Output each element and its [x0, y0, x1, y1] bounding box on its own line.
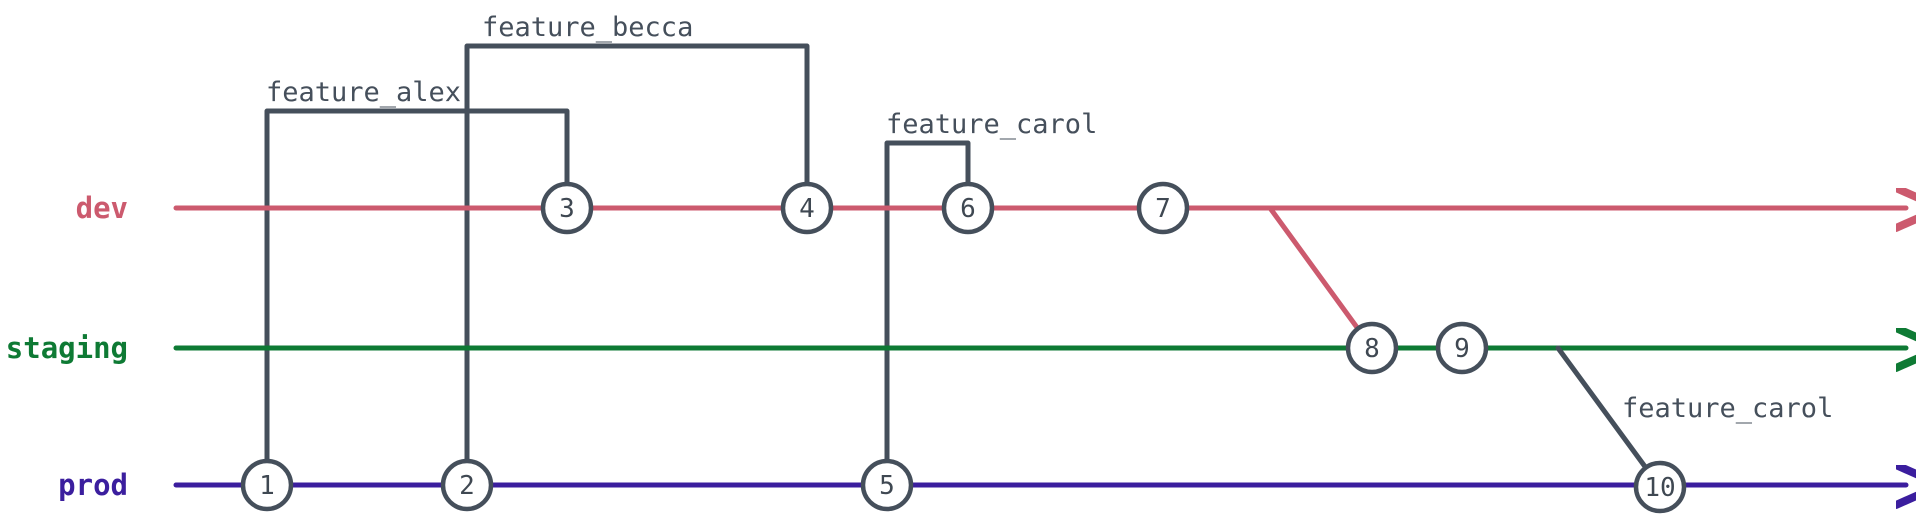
commit-number: 3: [559, 194, 575, 224]
commit-number: 2: [459, 471, 475, 501]
label-layer: devstagingprodfeature_carolfeature_alexf…: [6, 12, 1834, 502]
branch-label-feature_carol: feature_carol: [886, 109, 1097, 140]
merge-staging-to-prod: [1555, 345, 1663, 490]
commit-node-layer: 1 2 3 4 5 6 7 8 9 10: [240, 181, 1687, 514]
commit-circle[interactable]: [1345, 321, 1399, 375]
commit-circle[interactable]: [860, 458, 914, 512]
commit-circle[interactable]: [1435, 321, 1489, 375]
branch-feature_alex: [264, 108, 570, 488]
commit-number: 5: [879, 471, 895, 501]
commit-number: 9: [1454, 334, 1470, 364]
lane-label-staging: staging: [6, 331, 128, 365]
merge-line-layer: [1267, 205, 1663, 490]
lane-line-layer: [173, 208, 1906, 485]
commit-number: 7: [1155, 194, 1171, 224]
lane-label-prod: prod: [58, 468, 128, 502]
commit-circle[interactable]: [941, 181, 995, 235]
commit-node-4[interactable]: 4: [780, 181, 834, 235]
branch-label-feature_alex: feature_alex: [266, 77, 461, 108]
commit-node-2[interactable]: 2: [440, 458, 494, 512]
commit-node-8[interactable]: 8: [1345, 321, 1399, 375]
commit-node-1[interactable]: 1: [240, 458, 294, 512]
commit-circle[interactable]: [1633, 460, 1687, 514]
commit-number: 4: [799, 194, 815, 224]
branch-feature_becca: [464, 43, 810, 488]
merge-dev-to-staging: [1267, 205, 1375, 351]
commit-number: 8: [1364, 334, 1380, 364]
branch-path: [264, 108, 570, 488]
branch-feature_carol: [884, 140, 971, 488]
commit-node-10[interactable]: 10: [1633, 460, 1687, 514]
commit-node-7[interactable]: 7: [1136, 181, 1190, 235]
commit-node-3[interactable]: 3: [540, 181, 594, 235]
commit-node-6[interactable]: 6: [941, 181, 995, 235]
branch-path: [464, 43, 810, 488]
commit-circle[interactable]: [440, 458, 494, 512]
commit-node-5[interactable]: 5: [860, 458, 914, 512]
commit-node-9[interactable]: 9: [1435, 321, 1489, 375]
commit-circle[interactable]: [780, 181, 834, 235]
lane-label-dev: dev: [76, 191, 128, 225]
merge-label-merge-staging-to-prod: feature_carol: [1622, 393, 1833, 424]
branch-bracket-layer: [264, 43, 971, 488]
commit-circle[interactable]: [240, 458, 294, 512]
commit-number: 10: [1644, 473, 1675, 503]
commit-circle[interactable]: [1136, 181, 1190, 235]
branch-label-feature_becca: feature_becca: [482, 12, 693, 43]
commit-number: 6: [960, 194, 976, 224]
commit-circle[interactable]: [540, 181, 594, 235]
commit-number: 1: [259, 471, 275, 501]
branch-path: [884, 140, 971, 488]
